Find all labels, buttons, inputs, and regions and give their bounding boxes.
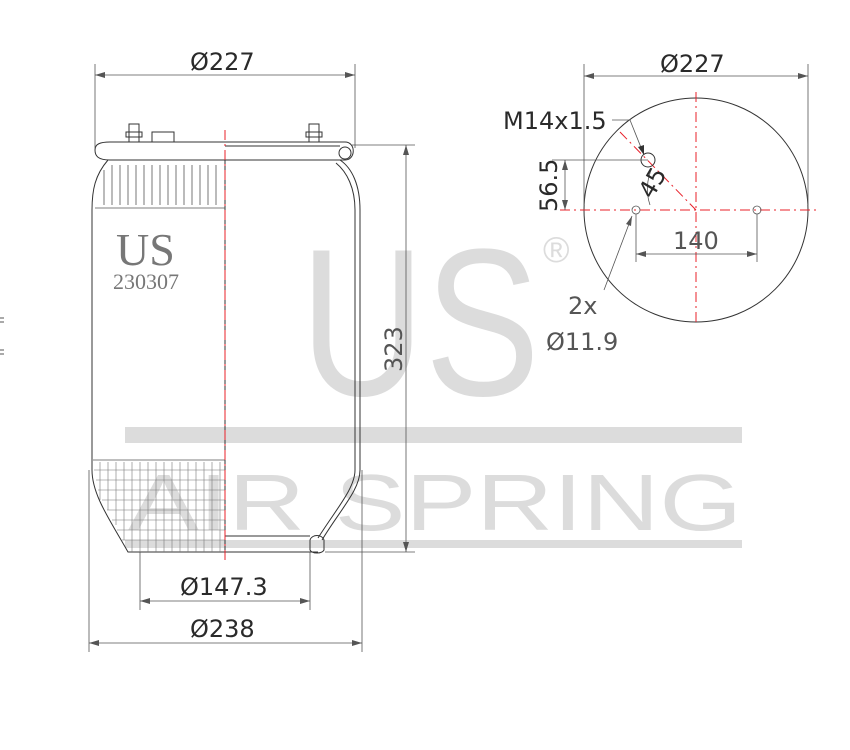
piston-diameter-label: Ø147.3 bbox=[180, 573, 268, 601]
top-plate bbox=[94, 141, 354, 161]
dimension-piston-diameter: Ø147.3 bbox=[139, 552, 311, 610]
angle-label: 45 bbox=[633, 163, 673, 203]
thread-label: M14x1.5 bbox=[503, 107, 607, 135]
top-diameter-label: Ø227 bbox=[190, 48, 255, 76]
bellows-ribs bbox=[103, 165, 217, 205]
top-centerline-diagonal bbox=[619, 131, 697, 211]
thread-callout: M14x1.5 bbox=[503, 107, 645, 156]
bellows-grid bbox=[94, 462, 225, 552]
edge-marks bbox=[0, 317, 4, 355]
bellows-section-inner bbox=[317, 162, 356, 539]
watermark-bar bbox=[125, 427, 742, 443]
hole-callout: 2x Ø11.9 bbox=[546, 215, 633, 356]
crimp-ring bbox=[338, 146, 352, 160]
bellows-left-outline bbox=[91, 159, 225, 553]
height-label: 323 bbox=[380, 326, 408, 372]
dimension-top-diameter: Ø227 bbox=[94, 48, 356, 148]
dimension-angle: 45 bbox=[633, 163, 673, 206]
dimension-hole-spacing: 140 bbox=[635, 214, 758, 262]
hole-count-label: 2x bbox=[568, 292, 597, 320]
dimension-offset: 56.5 bbox=[535, 159, 648, 212]
hole-spacing-label: 140 bbox=[673, 227, 719, 255]
watermark-registered-mark: ® bbox=[543, 229, 570, 270]
mounting-stud-left bbox=[125, 123, 143, 143]
offset-label: 56.5 bbox=[535, 159, 563, 212]
bottom-diameter-label: Ø238 bbox=[190, 615, 255, 643]
watermark-bottom-bar bbox=[125, 540, 742, 548]
piston-bead bbox=[309, 535, 325, 554]
side-view: US 230307 Ø227 323 Ø147.3 bbox=[88, 48, 415, 652]
mounting-stud-right bbox=[305, 123, 323, 143]
plate-diameter-label: Ø227 bbox=[660, 50, 725, 78]
top-view: Ø227 M14x1.5 56.5 45 140 bbox=[503, 50, 820, 356]
air-fitting bbox=[151, 131, 175, 143]
dimension-height: 323 bbox=[325, 144, 415, 553]
body-part-number: 230307 bbox=[113, 269, 179, 294]
body-brand: US bbox=[116, 224, 175, 275]
watermark: US ® AIR SPRING bbox=[125, 205, 742, 548]
watermark-logo: US bbox=[300, 205, 540, 440]
dimension-plate-diameter: Ø227 bbox=[583, 50, 809, 205]
hole-diameter-label: Ø11.9 bbox=[546, 328, 618, 356]
watermark-brand-line: AIR SPRING bbox=[128, 458, 742, 547]
dimension-bottom-diameter: Ø238 bbox=[88, 470, 363, 652]
bellows-section-outer bbox=[321, 159, 361, 541]
